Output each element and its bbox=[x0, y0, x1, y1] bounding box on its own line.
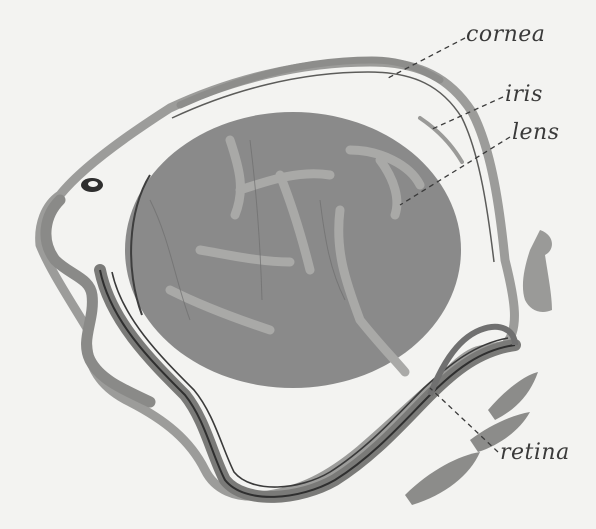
right-tissue-fragment bbox=[523, 230, 552, 312]
label-lens: lens bbox=[512, 120, 560, 145]
label-cornea: cornea bbox=[466, 22, 545, 47]
dark-inclusion-hole bbox=[88, 181, 98, 187]
label-iris: iris bbox=[505, 82, 543, 107]
muscle-strip-1 bbox=[488, 372, 538, 420]
lens-body bbox=[125, 112, 461, 388]
muscle-strip-3 bbox=[405, 452, 480, 505]
label-retina: retina bbox=[500, 440, 570, 465]
